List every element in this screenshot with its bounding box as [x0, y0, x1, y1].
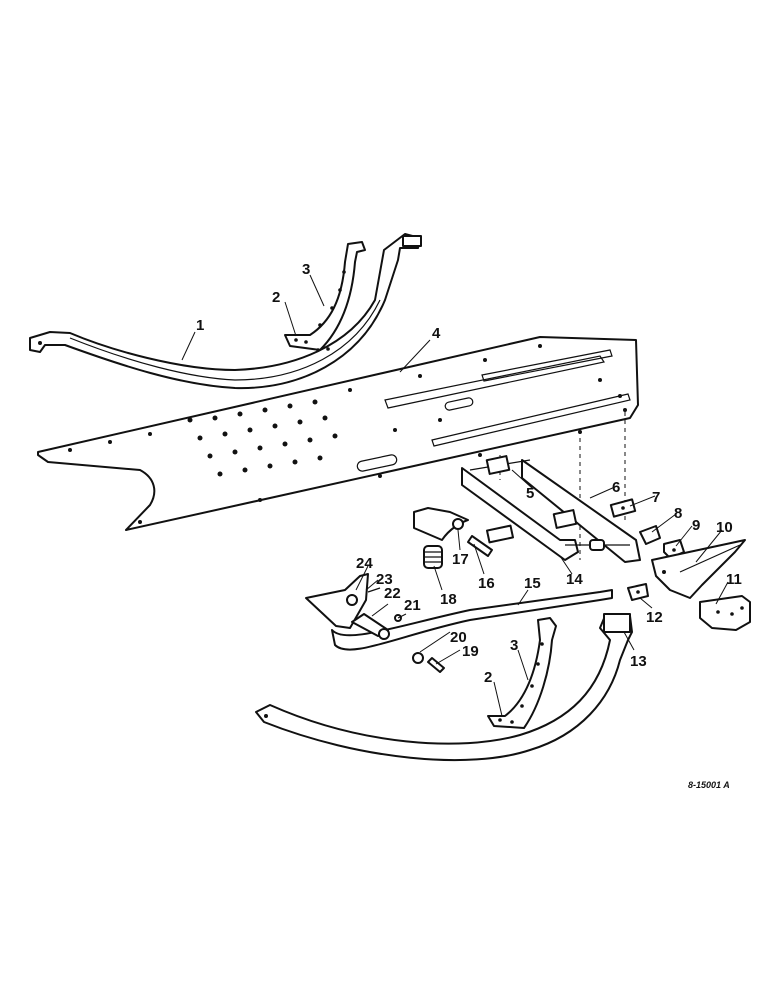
callout-5: 5 — [526, 485, 534, 502]
callout-16: 16 — [478, 575, 495, 592]
callout-20: 20 — [450, 629, 467, 646]
callout-10: 10 — [716, 519, 733, 536]
lower-curved-strap — [255, 613, 633, 762]
operating-rod — [331, 583, 649, 651]
pivot-bracket — [305, 573, 402, 640]
callout-14: 14 — [566, 571, 583, 588]
callout-11: 11 — [726, 571, 742, 588]
callout-23: 23 — [376, 571, 393, 588]
callout-19: 19 — [462, 643, 479, 660]
pedal-bracket — [413, 507, 493, 557]
callout-4: 4 — [432, 325, 441, 342]
angle-bracket — [699, 595, 751, 631]
triangular-plate — [651, 539, 746, 599]
callout-3-lower: 3 — [510, 637, 518, 654]
callout-13: 13 — [630, 653, 647, 670]
spring — [423, 545, 443, 569]
callout-labels: 1 2 3 4 5 6 7 8 9 10 11 12 13 14 15 16 1… — [196, 261, 742, 686]
callout-17: 17 — [452, 551, 469, 568]
callout-6: 6 — [612, 479, 620, 496]
callout-12: 12 — [646, 609, 663, 626]
callout-21: 21 — [404, 597, 421, 614]
callout-2: 2 — [272, 289, 280, 306]
clip-parts — [609, 498, 685, 559]
callout-1: 1 — [196, 317, 204, 334]
upper-inner-bracket — [284, 241, 366, 352]
leader-lines — [181, 274, 729, 717]
callout-7: 7 — [652, 489, 660, 506]
drawing-code: 8-15001 A — [688, 780, 730, 790]
callout-8: 8 — [674, 505, 682, 522]
callout-15: 15 — [524, 575, 541, 592]
upper-curved-strap — [29, 233, 422, 390]
floor-plate — [37, 336, 639, 531]
callout-24: 24 — [356, 555, 373, 572]
channel-frame — [461, 455, 641, 563]
callout-2-lower: 2 — [484, 669, 492, 686]
callout-22: 22 — [384, 585, 401, 602]
callout-18: 18 — [440, 591, 457, 608]
lower-inner-bracket — [487, 617, 557, 729]
plate-holes — [68, 344, 627, 524]
callout-3: 3 — [302, 261, 310, 278]
bolt-washer — [412, 652, 445, 673]
callout-9: 9 — [692, 517, 700, 534]
